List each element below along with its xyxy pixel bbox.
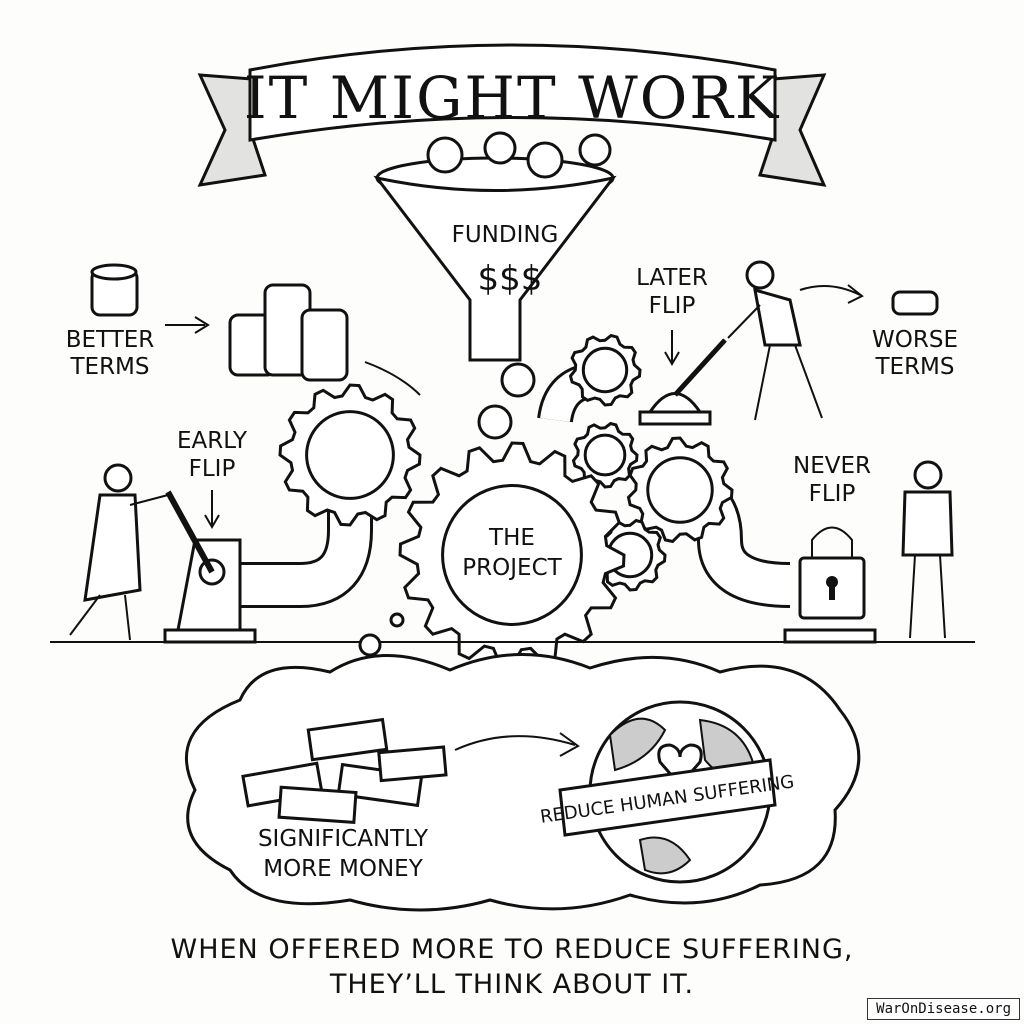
funding-dollars: $$$: [478, 259, 543, 299]
title-banner: IT MIGHT WORK: [197, 43, 827, 187]
scientist-figure: [69, 463, 169, 641]
coin-stack-worse-icon: [891, 290, 939, 316]
caption-line-2: THEY’LL THINK ABOUT IT.: [329, 969, 694, 1000]
funding-label: FUNDING: [452, 222, 559, 248]
watermark: WarOnDisease.org: [867, 998, 1020, 1020]
heart-icon: [657, 743, 703, 788]
gear-left-icon-hub: [305, 410, 395, 500]
project-label-2: PROJECT: [462, 555, 562, 581]
never-flip-label-2: FLIP: [809, 481, 856, 507]
early-flip-lever: [163, 490, 257, 644]
thought-bubble-small: [358, 633, 382, 657]
arrow-down-icon: [204, 490, 220, 529]
cash-pile-icon: [241, 717, 448, 825]
arrow-icon: [454, 732, 580, 757]
project-label-1: THE: [488, 525, 535, 551]
gears: [278, 333, 734, 669]
arrow-icon: [799, 284, 864, 304]
later-flip-label-1: LATER: [636, 265, 708, 291]
coin-stack-large-icon: [228, 283, 349, 382]
caption-line-1: WHEN OFFERED MORE TO REDUCE SUFFERING,: [171, 934, 854, 965]
better-terms-label-2: TERMS: [69, 354, 149, 380]
padlock-icon: [783, 526, 877, 644]
money-label-2: MORE MONEY: [263, 856, 423, 882]
worse-terms-label-1: WORSE: [872, 327, 958, 353]
funding-funnel: FUNDING $$$: [373, 131, 617, 440]
project-gear-icon-hub: [441, 484, 583, 626]
early-flip-label-1: EARLY: [177, 428, 248, 454]
worse-terms-label-2: TERMS: [874, 354, 954, 380]
never-flip-label-1: NEVER: [793, 453, 871, 479]
businessman-pushing-figure: [727, 260, 823, 421]
early-flip-label-2: FLIP: [189, 456, 236, 482]
later-flip-label-2: FLIP: [649, 293, 696, 319]
better-terms-label-1: BETTER: [66, 327, 155, 353]
thought-bubble-tiny: [389, 612, 405, 628]
coin-stack-small-icon: [90, 263, 139, 317]
gear-small-top-icon-hub: [581, 346, 629, 394]
arrow-icon: [364, 361, 421, 396]
coin-icons: [426, 131, 612, 440]
gear-small-icon-hub: [583, 433, 627, 477]
title-text: IT MIGHT WORK: [244, 64, 781, 132]
arrow-icon: [165, 316, 210, 334]
gear-right-icon-hub: [646, 456, 714, 524]
money-label-1: SIGNIFICANTLY: [258, 826, 429, 852]
standing-man-figure: [901, 460, 954, 639]
arrow-down-icon: [664, 330, 680, 366]
later-flip-lever: [638, 338, 727, 426]
